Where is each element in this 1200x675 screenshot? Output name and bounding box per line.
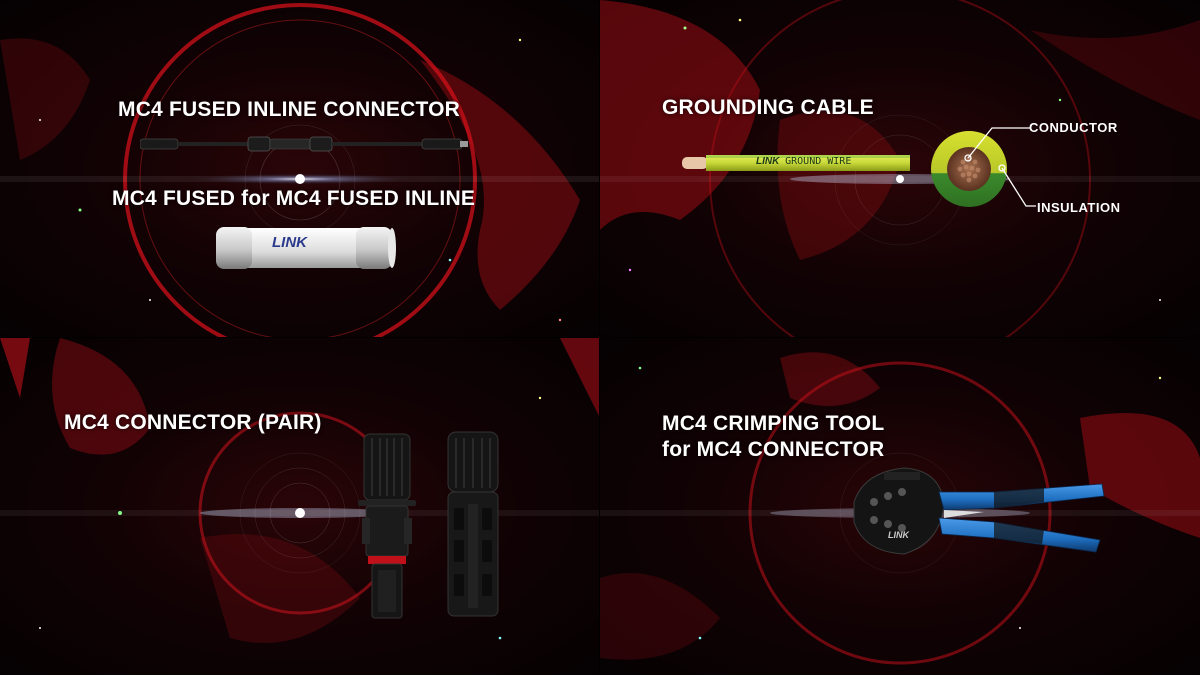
space-background bbox=[0, 3, 600, 337]
tool-brand-logo: LINK bbox=[888, 530, 909, 540]
cable-cross-section bbox=[931, 131, 1007, 207]
cable-print-text: GROUND WIRE bbox=[785, 156, 852, 167]
panel-grounding-cable: GROUNDING CABLE LINK GROUND WIRE bbox=[600, 0, 1200, 337]
fused-inline-title: MC4 FUSED INLINE CONNECTOR bbox=[118, 98, 460, 121]
mc4-female-connector bbox=[447, 431, 499, 617]
panel-connector-pair: MC4 CONNECTOR (PAIR) bbox=[0, 338, 600, 675]
callout-lines bbox=[964, 127, 1036, 207]
crimping-tool-image bbox=[853, 467, 1105, 555]
fused-inline-subtitle: MC4 FUSED for MC4 FUSED INLINE bbox=[112, 187, 476, 210]
horizontal-divider bbox=[0, 337, 1200, 338]
fused-inline-connector-image bbox=[140, 136, 468, 152]
callout-conductor: CONDUCTOR bbox=[1029, 120, 1118, 135]
grounding-cable-image bbox=[682, 155, 910, 171]
crimping-title-line1: MC4 CRIMPING TOOL bbox=[662, 412, 885, 435]
fuse-brand-logo: LINK bbox=[272, 234, 307, 251]
space-background bbox=[0, 338, 600, 643]
panel-fused-inline: MC4 FUSED INLINE CONNECTOR MC4 FUSED for… bbox=[0, 0, 600, 337]
space-background bbox=[600, 0, 1200, 337]
connector-pair-title: MC4 CONNECTOR (PAIR) bbox=[64, 411, 322, 434]
cable-brand-logo: LINK bbox=[756, 156, 780, 167]
crimping-title-line2: for MC4 CONNECTOR bbox=[662, 438, 885, 461]
grounding-title: GROUNDING CABLE bbox=[662, 96, 874, 119]
panel-crimping-tool: MC4 CRIMPING TOOL for MC4 CONNECTOR bbox=[600, 338, 1200, 675]
fuse-image bbox=[216, 227, 396, 269]
callout-insulation: INSULATION bbox=[1037, 200, 1121, 215]
mc4-male-connector bbox=[358, 433, 416, 619]
